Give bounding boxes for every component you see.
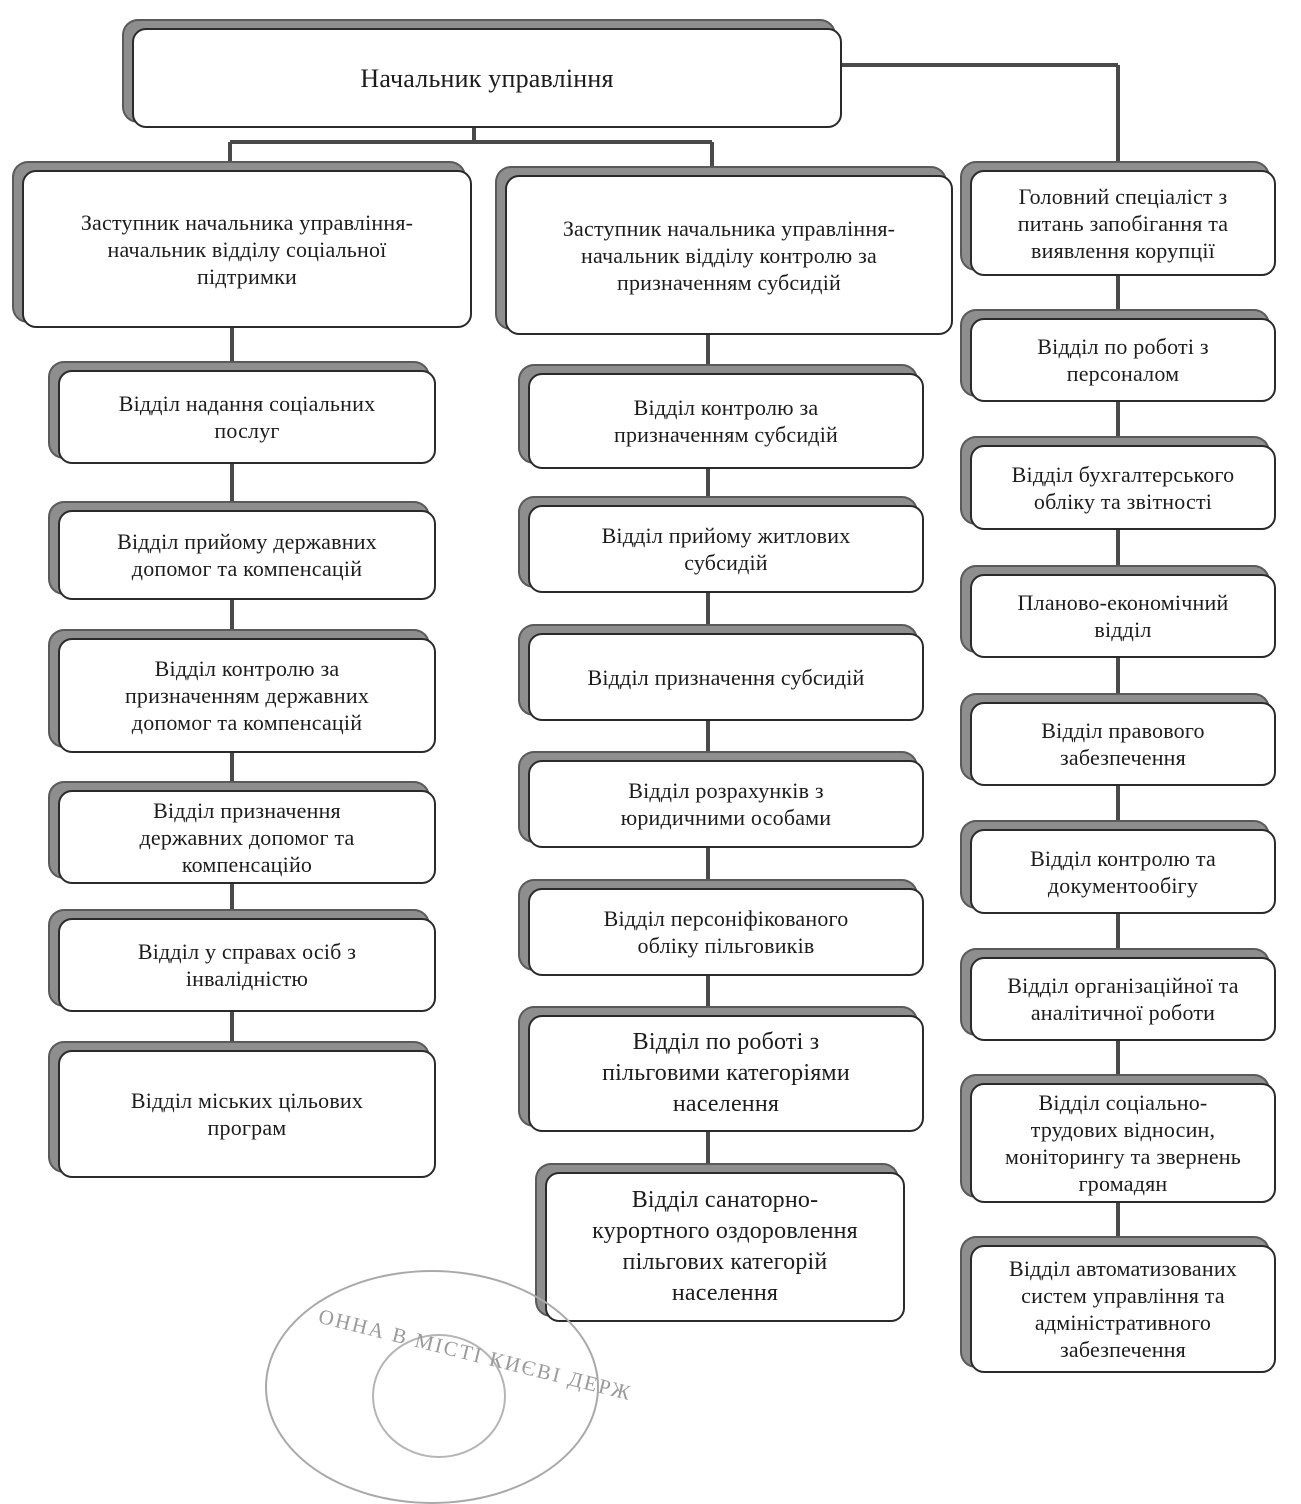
department-box: Відділ бухгалтерського обліку та звітнос… bbox=[970, 445, 1276, 530]
department-label: Відділ у справах осіб з інвалідністю bbox=[137, 939, 357, 991]
department-box: Відділ по роботі з персоналом bbox=[970, 318, 1276, 402]
department-box: Відділ міських цільових програм bbox=[58, 1050, 436, 1178]
department-label: Відділ контролю за призначенням субсидій bbox=[613, 395, 838, 447]
department-box: Відділ надання соціальних послуг bbox=[58, 370, 436, 464]
department-label: Відділ автоматизованих систем управління… bbox=[1009, 1256, 1237, 1362]
department-box: Відділ персоніфікованого обліку пільгови… bbox=[528, 888, 924, 976]
head-label: Начальник управління bbox=[360, 63, 614, 93]
org-chart: Начальник управління Заступник начальник… bbox=[22, 28, 1276, 1504]
department-label: Відділ бухгалтерського обліку та звітнос… bbox=[1011, 461, 1235, 514]
department-box: Відділ розрахунків з юридичними особами bbox=[528, 760, 924, 848]
department-label: Відділ контролю та документообігу bbox=[1030, 845, 1216, 898]
department-label: Відділ призначення державних допомог та … bbox=[139, 797, 355, 877]
department-label: Відділ правового забезпечення bbox=[1041, 718, 1205, 770]
department-box: Відділ організаційної та аналітичної роб… bbox=[970, 957, 1276, 1041]
department-label: Відділ розрахунків з юридичними особами bbox=[620, 778, 832, 830]
connector-lines bbox=[228, 63, 1120, 1245]
stamp: ОННА В МІСТІ КИЄВІ ДЕРЖ bbox=[265, 1270, 635, 1504]
department-box: Відділ правового забезпечення bbox=[970, 702, 1276, 786]
department-label: Відділ по роботі з пільговими категоріям… bbox=[602, 1029, 850, 1117]
deputy-label-col1: Заступник начальника управління- начальн… bbox=[80, 209, 414, 289]
department-box: Відділ у справах осіб з інвалідністю bbox=[58, 918, 436, 1012]
department-label: Відділ прийому житлових субсидій bbox=[601, 523, 851, 575]
department-box: Відділ призначення державних допомог та … bbox=[58, 790, 436, 884]
department-box: Відділ контролю за призначенням субсидій bbox=[528, 373, 924, 469]
deputy-box-col1: Заступник начальника управління- начальн… bbox=[22, 170, 472, 328]
department-label: Відділ призначення субсидій bbox=[587, 664, 865, 690]
department-label: Відділ соціально- трудових відносин, мон… bbox=[1004, 1090, 1241, 1196]
deputy-label-col2: Заступник начальника управління- начальн… bbox=[562, 215, 896, 295]
department-box: Планово-економічний відділ bbox=[970, 574, 1276, 658]
department-box: Відділ соціально- трудових відносин, мон… bbox=[970, 1083, 1276, 1203]
head-box: Начальник управління bbox=[132, 28, 842, 128]
department-box: Відділ прийому державних допомог та комп… bbox=[58, 510, 436, 600]
department-box: Відділ контролю та документообігу bbox=[970, 829, 1276, 914]
department-box: Відділ контролю за призначенням державни… bbox=[58, 638, 436, 753]
department-label: Відділ надання соціальних послуг bbox=[118, 391, 376, 443]
department-box: Відділ прийому житлових субсидій bbox=[528, 505, 924, 593]
deputy-box-col3: Головний спеціаліст з питань запобігання… bbox=[970, 170, 1276, 276]
department-label: Відділ міських цільових програм bbox=[130, 1088, 364, 1140]
department-box: Відділ по роботі з пільговими категоріям… bbox=[528, 1015, 924, 1132]
department-label: Відділ контролю за призначенням державни… bbox=[124, 656, 370, 735]
department-label: Відділ прийому державних допомог та комп… bbox=[117, 529, 377, 581]
department-label: Відділ по роботі з персоналом bbox=[1037, 334, 1209, 386]
deputy-box-col2: Заступник начальника управління- начальн… bbox=[505, 175, 953, 335]
department-label: Відділ організаційної та аналітичної роб… bbox=[1007, 973, 1239, 1025]
department-label: Відділ персоніфікованого обліку пільгови… bbox=[603, 906, 849, 958]
department-box: Відділ санаторно- курортного оздоровленн… bbox=[545, 1172, 905, 1322]
department-label: Відділ санаторно- курортного оздоровленн… bbox=[592, 1187, 858, 1306]
department-box: Відділ автоматизованих систем управління… bbox=[970, 1245, 1276, 1373]
department-label: Планово-економічний відділ bbox=[1017, 590, 1229, 642]
department-box: Відділ призначення субсидій bbox=[528, 633, 924, 721]
deputy-label-col3: Головний спеціаліст з питань запобігання… bbox=[1017, 183, 1229, 263]
